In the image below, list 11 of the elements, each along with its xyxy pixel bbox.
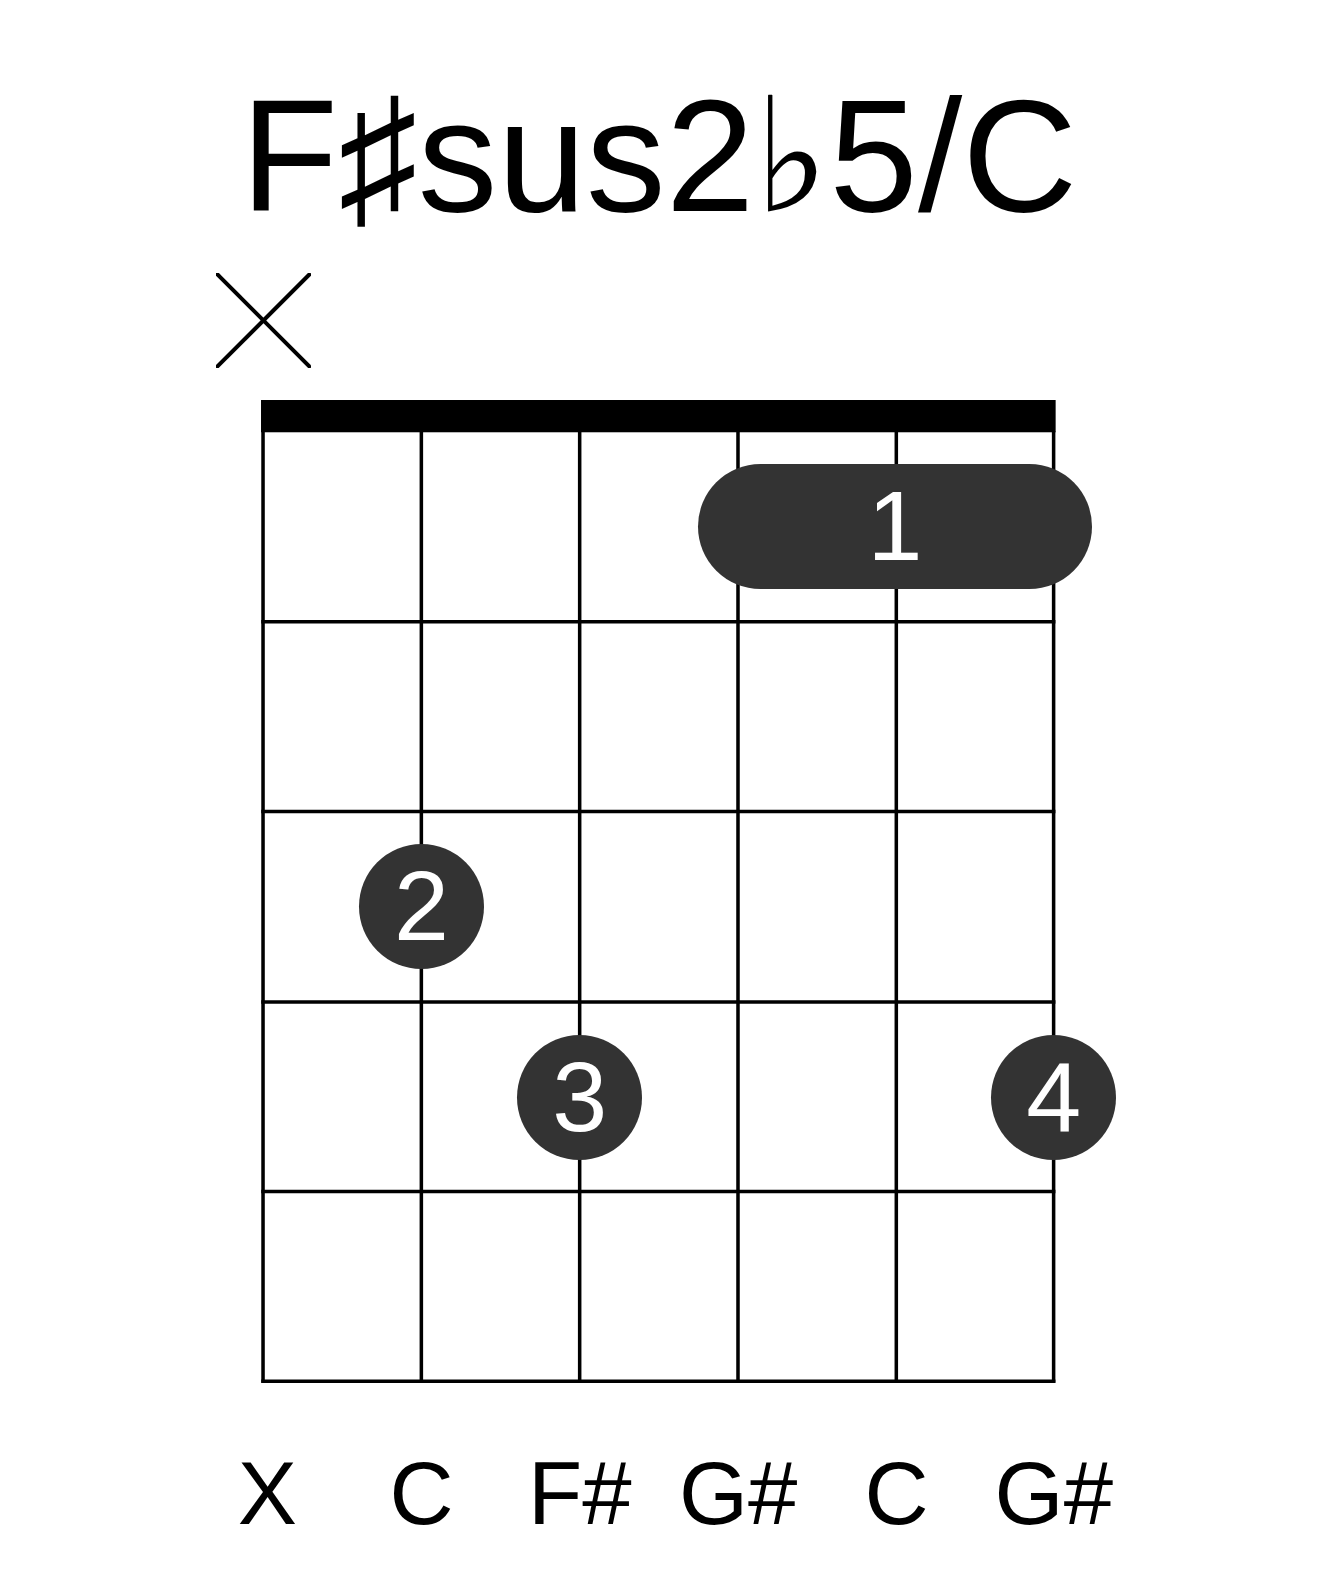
finger-dot: 2 xyxy=(359,844,484,970)
finger-dot: 4 xyxy=(991,1034,1117,1160)
string-note-label: F# xyxy=(528,1449,632,1539)
string-note-label: C xyxy=(864,1449,929,1539)
string-note-label: X xyxy=(237,1449,297,1539)
finger-barre: 1 xyxy=(697,463,1093,589)
string-note-label: G# xyxy=(678,1449,798,1539)
string-note-label: G# xyxy=(994,1449,1113,1539)
string-note-label: C xyxy=(389,1449,454,1539)
chord-title: F♯sus2♭5/C xyxy=(240,77,1078,237)
finger-dot: 3 xyxy=(517,1034,643,1160)
